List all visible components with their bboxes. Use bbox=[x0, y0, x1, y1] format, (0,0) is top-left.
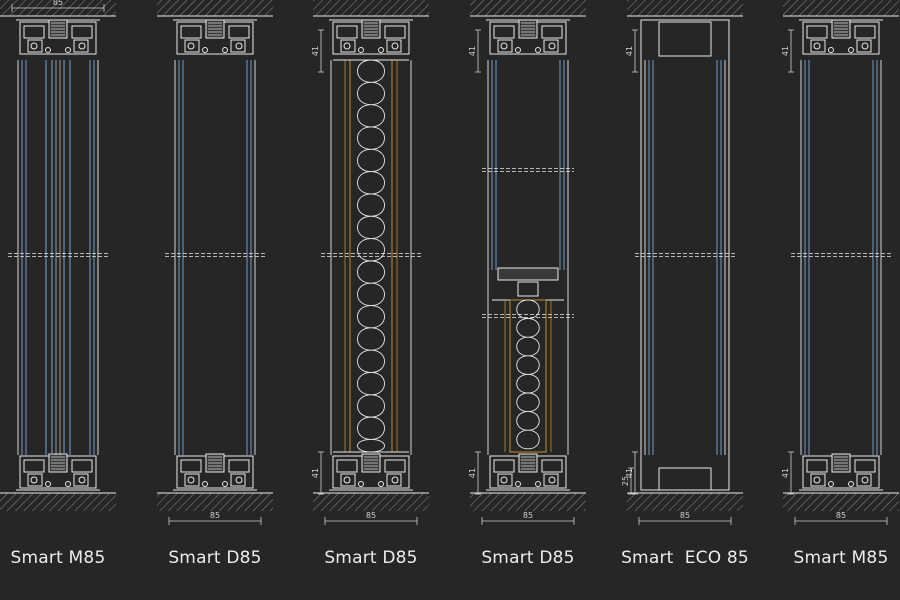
top-height-dimension: 41 bbox=[781, 46, 790, 56]
caption-smart-m85-2: Smart M85 bbox=[793, 548, 889, 568]
bottom-width-dimension: 85 bbox=[366, 511, 376, 520]
eco-bottom-dimension: 25 bbox=[621, 476, 630, 486]
caption-smart-m85-1: Smart M85 bbox=[10, 548, 106, 568]
caption-smart-d85-1: Smart D85 bbox=[168, 548, 262, 568]
caption-smart-d85-2: Smart D85 bbox=[324, 548, 418, 568]
insulation-loops bbox=[516, 299, 540, 450]
floor-hatch bbox=[313, 493, 429, 511]
insulation-loops bbox=[357, 59, 385, 453]
bottom-width-dimension: 85 bbox=[836, 511, 846, 520]
section-1: 85 bbox=[0, 0, 116, 511]
floor-hatch bbox=[627, 493, 743, 511]
ceiling-hatch bbox=[470, 0, 586, 16]
caption-smart-d85-3: Smart D85 bbox=[481, 548, 575, 568]
ceiling-hatch bbox=[157, 0, 273, 16]
top-height-dimension: 41 bbox=[311, 46, 320, 56]
ceiling-hatch bbox=[783, 0, 899, 16]
bottom-width-dimension: 85 bbox=[680, 511, 690, 520]
section-4: 85 41 41 bbox=[468, 0, 586, 525]
section-6: 85 41 41 bbox=[781, 0, 899, 525]
ceiling-hatch bbox=[313, 0, 429, 16]
bottom-height-dimension: 41 bbox=[468, 468, 477, 478]
floor-hatch bbox=[783, 493, 899, 511]
ceiling-hatch bbox=[627, 0, 743, 16]
bottom-width-dimension: 85 bbox=[523, 511, 533, 520]
section-3: 85 41 41 bbox=[311, 0, 429, 525]
top-height-dimension: 41 bbox=[625, 46, 634, 56]
floor-hatch bbox=[157, 493, 273, 511]
bottom-height-dimension: 41 bbox=[781, 468, 790, 478]
bottom-width-dimension: 85 bbox=[210, 511, 220, 520]
top-width-dimension: 85 bbox=[53, 0, 63, 7]
caption-smart-eco85: Smart ECO 85 bbox=[621, 548, 749, 568]
bottom-height-dimension: 41 bbox=[311, 468, 320, 478]
top-height-dimension: 41 bbox=[468, 46, 477, 56]
bottom-height-dimension: 41 bbox=[625, 468, 634, 478]
floor-hatch bbox=[470, 493, 586, 511]
section-2: 85 bbox=[157, 0, 273, 525]
floor-hatch bbox=[0, 493, 116, 511]
